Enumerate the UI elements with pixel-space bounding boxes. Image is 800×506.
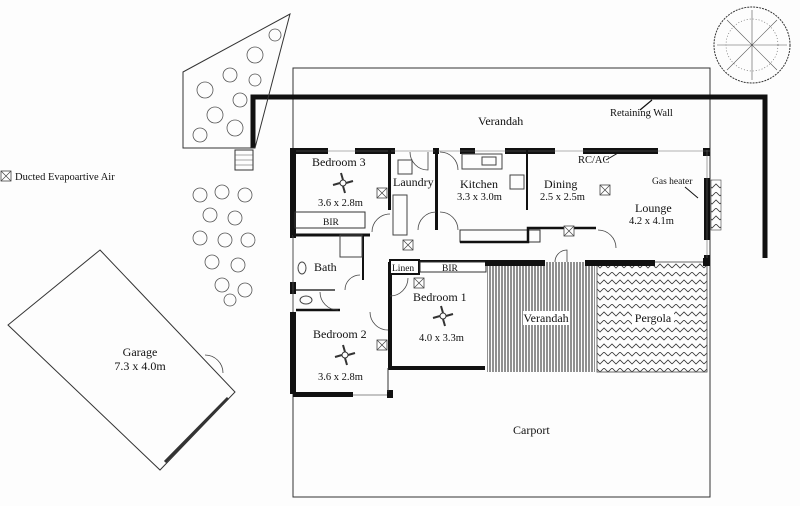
ducted-air-vent-icon (563, 225, 575, 237)
kitchen-label: Kitchen (460, 177, 498, 191)
linen-label: Linen (392, 264, 414, 274)
pergola-label: Pergola (635, 311, 672, 325)
ducted-air-vent-icon (376, 339, 388, 351)
bedroom1-label: Bedroom 1 (413, 290, 467, 304)
ceiling-fan-icon (332, 172, 354, 194)
retaining-wall-label: Retaining Wall (610, 108, 673, 119)
garage: Garage 7.3 x 4.0m (7, 249, 236, 471)
dining-label: Dining (544, 177, 577, 191)
rcac-arrow (605, 152, 619, 161)
bedroom2-label: Bedroom 2 (313, 327, 367, 341)
bedroom1-size: 4.0 x 3.3m (419, 333, 464, 344)
shrubs (192, 184, 256, 307)
bath-label: Bath (314, 260, 337, 274)
ducted-air-vent-icon (402, 239, 414, 251)
ducted-air-vent-icon (376, 187, 388, 199)
carport-label: Carport (513, 423, 550, 437)
ducted-air-vent-icon (0, 170, 12, 182)
garage-label: Garage (123, 345, 158, 359)
legend-label: Ducted Evapoartive Air (15, 172, 115, 183)
bir3-label: BIR (323, 218, 340, 228)
ceiling-fan-icon (432, 305, 454, 327)
dining-size: 2.5 x 2.5m (540, 192, 585, 203)
legend: Ducted Evapoartive Air (0, 170, 115, 183)
verandah-top-label: Verandah (478, 114, 523, 128)
gas-heater-arrow (684, 186, 699, 199)
bir1-label: BIR (442, 264, 459, 274)
lounge-label: Lounge (635, 201, 672, 215)
kitchen-size: 3.3 x 3.0m (457, 192, 502, 203)
ceiling-fan-icon (334, 344, 356, 366)
garage-size: 7.3 x 4.0m (114, 359, 166, 373)
lounge-size: 4.2 x 4.1m (629, 216, 674, 227)
bedroom3-label: Bedroom 3 (312, 155, 366, 169)
rear-verandah-label: Verandah (523, 311, 568, 325)
ducted-air-vent-icon (599, 184, 611, 196)
retaining-wall (250, 94, 768, 258)
retaining-wall-arrow (639, 99, 653, 111)
laundry-label: Laundry (393, 175, 434, 189)
rcac-label: RC/AC (578, 155, 610, 166)
garden-bed (182, 13, 291, 171)
doors (319, 151, 617, 331)
bedroom3-size: 3.6 x 2.8m (318, 198, 363, 209)
gas-heater-label: Gas heater (652, 177, 693, 187)
house-walls (290, 148, 722, 398)
tree (713, 6, 791, 84)
ducted-air-vent-icon (413, 277, 425, 289)
bedroom2-size: 3.6 x 2.8m (318, 372, 363, 383)
